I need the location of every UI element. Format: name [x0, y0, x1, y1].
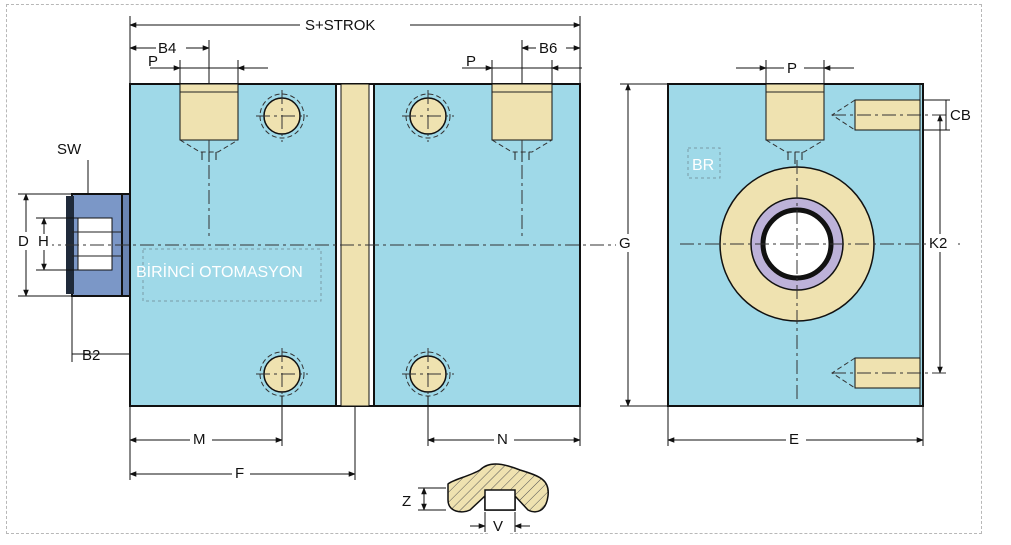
- dimension-labels: S+STROK B4 P P B6 P SW D H B2 M F N G E …: [16, 14, 971, 535]
- dim-b6: B6: [539, 40, 557, 57]
- dim-n: N: [497, 431, 508, 448]
- dim-z: Z: [402, 493, 411, 510]
- mounting-holes-front: [256, 90, 454, 400]
- t-slot-detail: [418, 463, 549, 532]
- dim-p-side: P: [787, 60, 797, 77]
- dim-cb: CB: [950, 107, 971, 124]
- watermark-text: BİRİNCİ OTOMASYON: [136, 262, 303, 281]
- dim-e: E: [789, 431, 799, 448]
- dim-p-left: P: [148, 53, 158, 70]
- front-view: BİRİNCİ OTOMASYON: [40, 83, 620, 407]
- dim-g: G: [619, 235, 631, 252]
- side-view: BR: [667, 83, 960, 407]
- dim-p-mid: P: [466, 53, 476, 70]
- br-label: BR: [692, 157, 714, 174]
- dim-s-strok: S+STROK: [305, 17, 375, 34]
- dim-b2: B2: [82, 347, 100, 364]
- dim-f: F: [235, 465, 244, 482]
- right-port: [491, 83, 553, 238]
- dim-b4: B4: [158, 40, 176, 57]
- dim-d: D: [18, 233, 29, 250]
- dim-sw: SW: [57, 141, 82, 158]
- left-port: [179, 83, 239, 238]
- dim-v: V: [493, 518, 503, 535]
- dim-k2: K2: [929, 235, 947, 252]
- dim-h: H: [38, 233, 49, 250]
- dim-m: M: [193, 431, 206, 448]
